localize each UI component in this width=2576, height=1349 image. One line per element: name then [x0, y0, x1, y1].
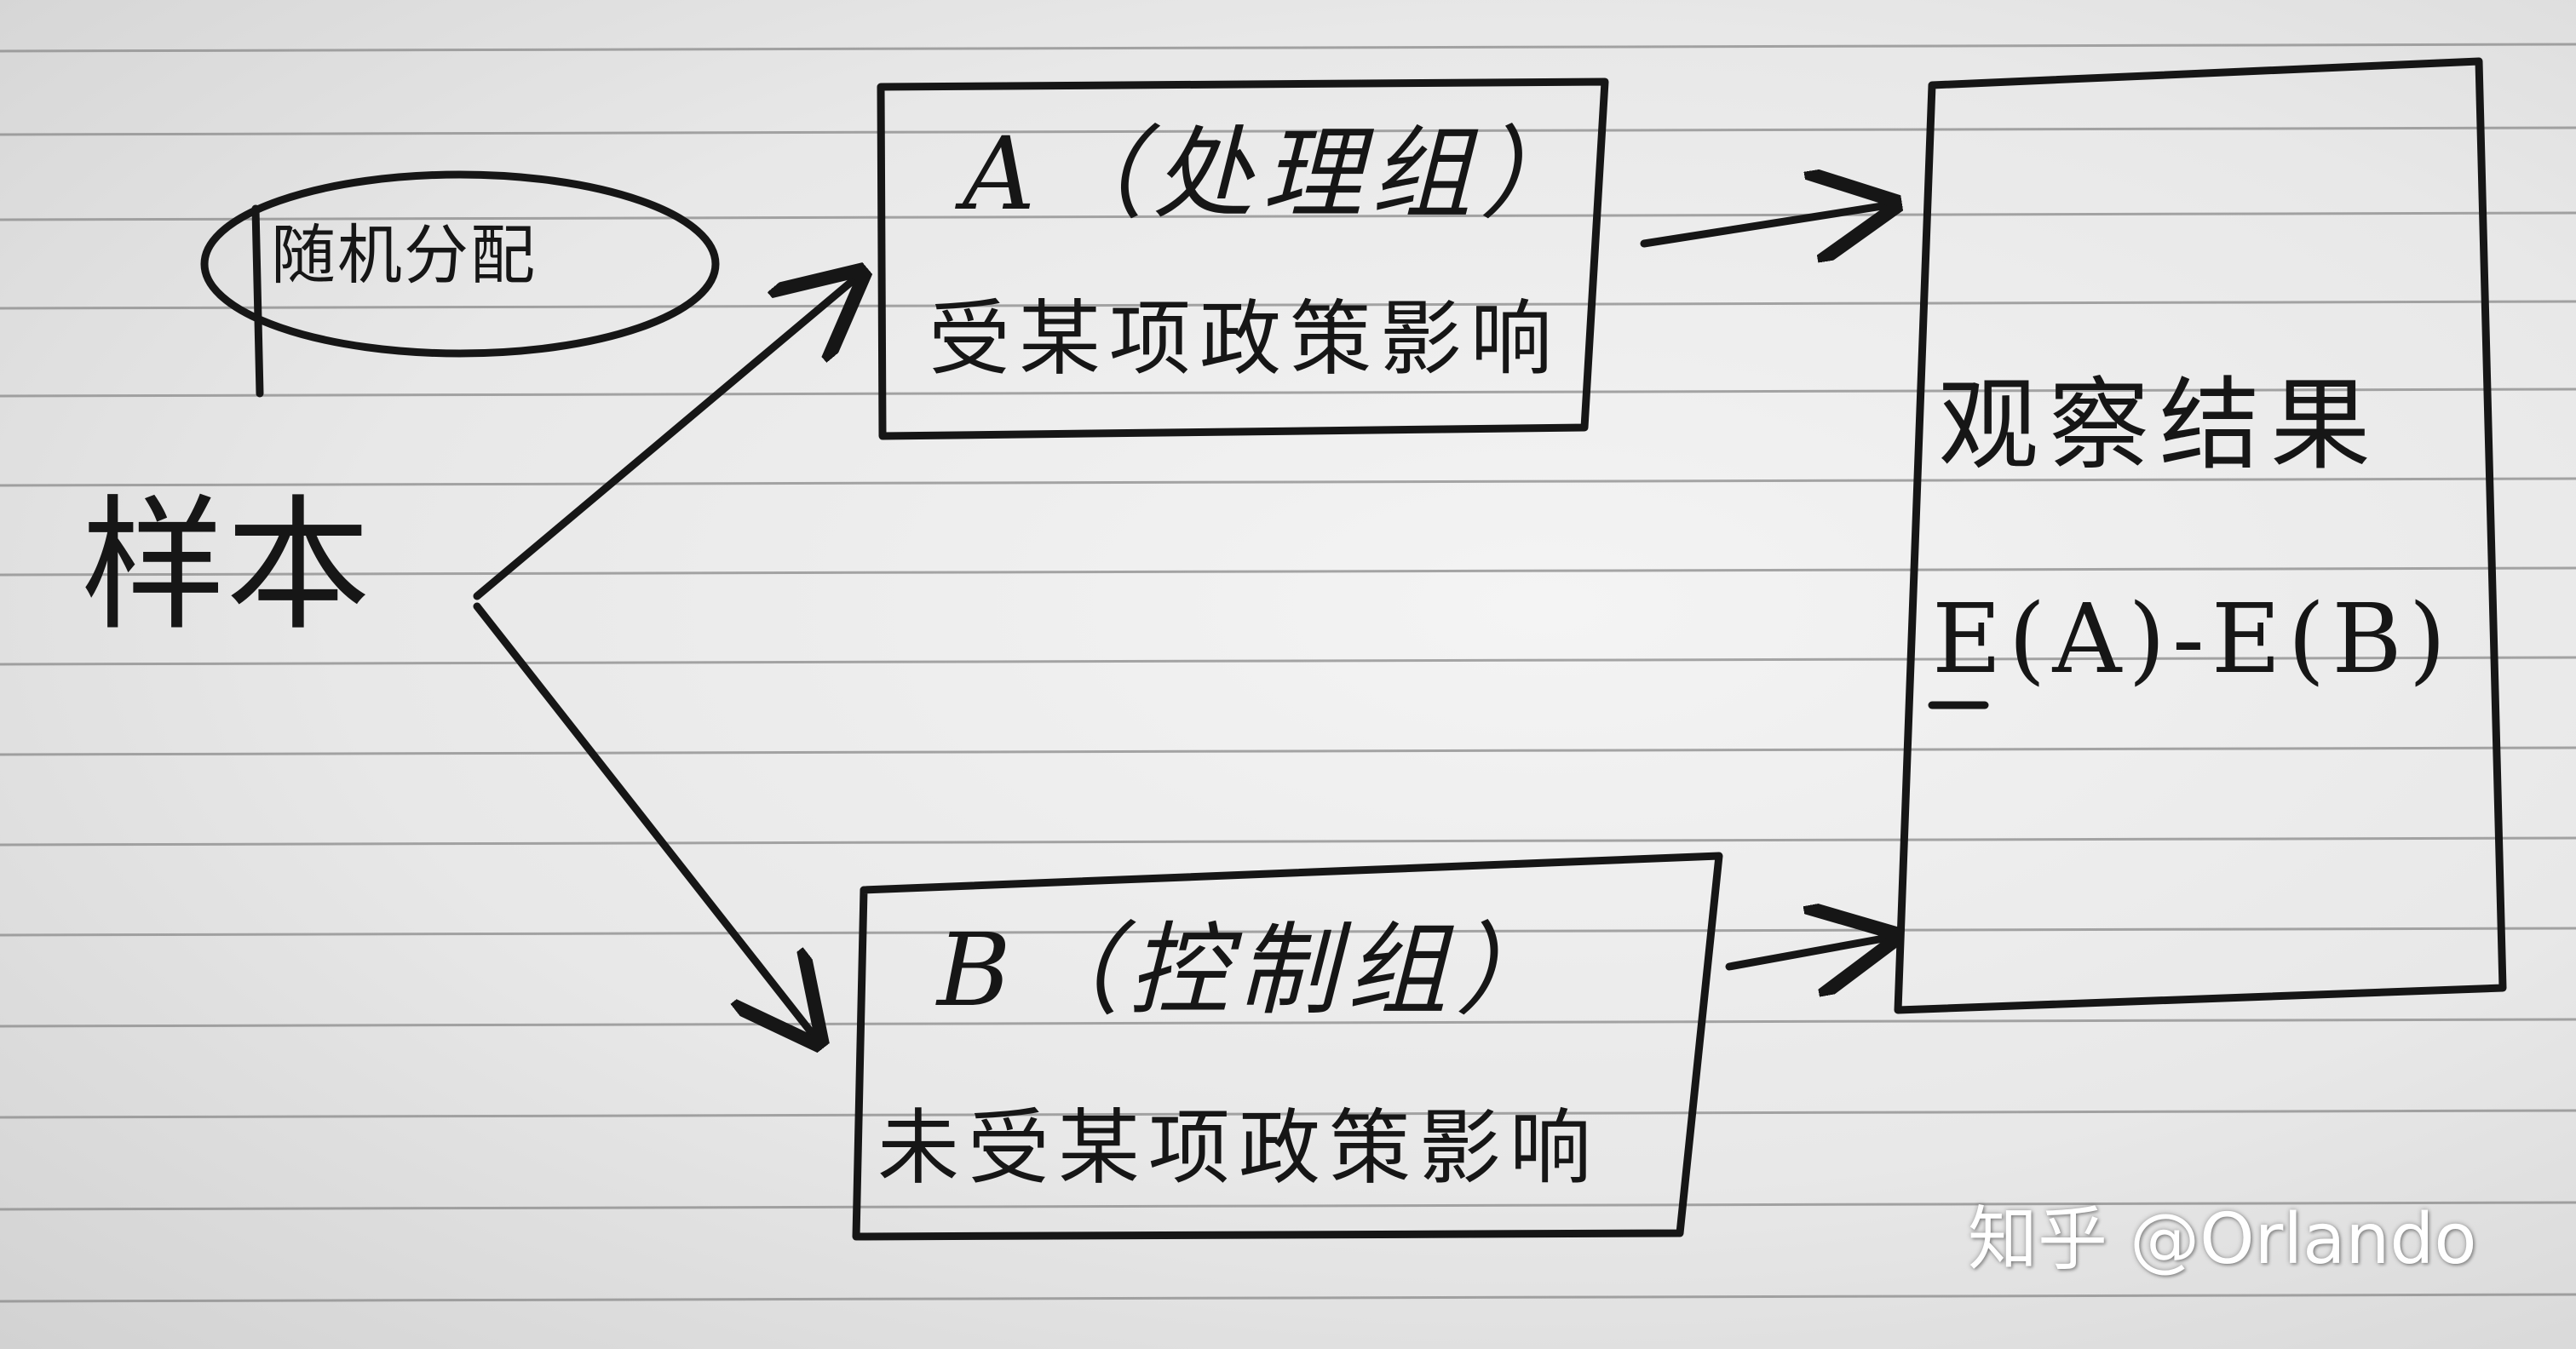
result-title: 观察结果: [1938, 366, 2382, 484]
ruled-line: [0, 300, 2576, 310]
ruled-line: [0, 656, 2576, 666]
ruled-line: [0, 43, 2576, 53]
ruled-line: [0, 1109, 2576, 1119]
ruled-line: [0, 126, 2576, 136]
group-a-box: [877, 77, 1609, 440]
result-formula: E(A)-E(B): [1932, 584, 2453, 695]
ruled-line: [0, 1293, 2576, 1303]
group-a-description: 受某项政策影响: [929, 291, 1561, 387]
ruled-line: [0, 1018, 2576, 1028]
random-assignment-ellipse: [200, 170, 720, 358]
result-box: [1894, 57, 2507, 1014]
sample-label: 样本: [81, 482, 371, 651]
watermark-text: 知乎 @Orlando: [1968, 1199, 2477, 1280]
ruled-lines: [0, 43, 2576, 1303]
group-b-description: 未受某项政策影响: [877, 1100, 1600, 1196]
random-assignment-label: 随机分配: [271, 217, 537, 293]
arrow-b-to-result: [1725, 937, 1893, 967]
ruled-line: [0, 387, 2576, 398]
ruled-line: [0, 211, 2576, 221]
ruled-line: [0, 566, 2576, 577]
ruled-line: [0, 746, 2576, 756]
ruled-line: [0, 836, 2576, 847]
ruled-line: [0, 927, 2576, 937]
arrow-a-to-result: [1640, 204, 1893, 244]
group-b-title: B（控制组）: [937, 911, 1565, 1029]
group-a-title: A（处理组）: [963, 115, 1590, 232]
group-b-box: [852, 852, 1723, 1241]
ruled-line: [0, 477, 2576, 487]
arrow-sample-to-b: [473, 602, 818, 1041]
random-assignment-stroke: [251, 204, 264, 398]
ruled-line: [0, 1201, 2576, 1211]
arrow-sample-to-a: [473, 274, 860, 600]
